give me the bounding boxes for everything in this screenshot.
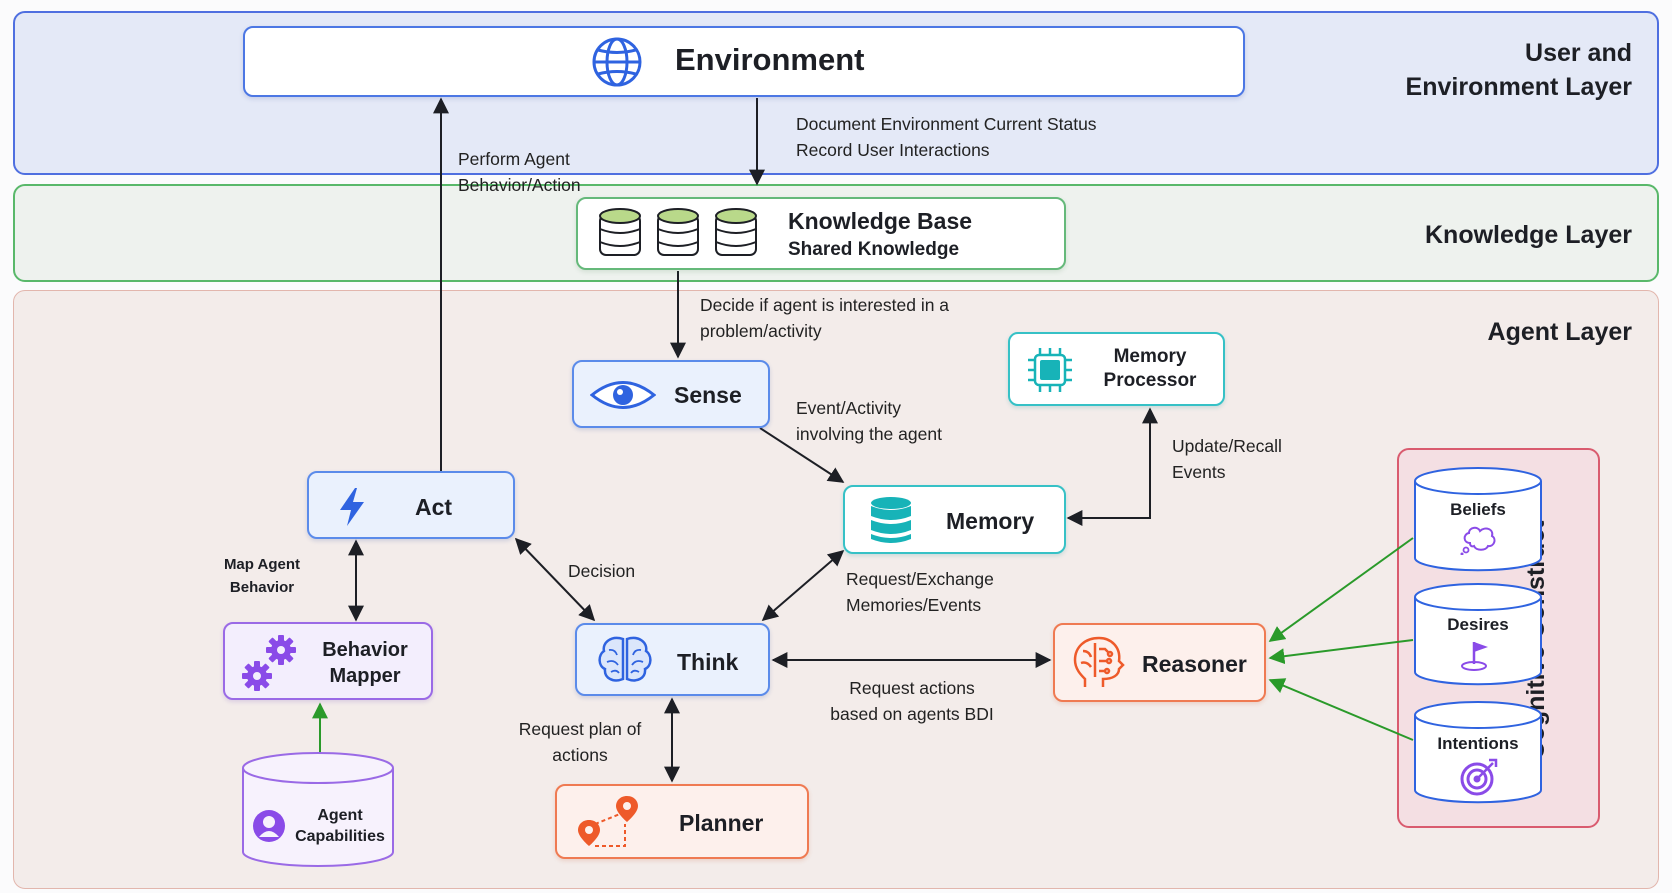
edge-label-line: Update/Recall [1172, 436, 1282, 456]
knowledge-base-subtitle: Shared Knowledge [788, 239, 960, 260]
beliefs-label: Beliefs [1450, 500, 1506, 519]
edge-label-line: Event/Activity [796, 398, 902, 418]
edge-label-decision: Decision [568, 561, 636, 581]
planner-node[interactable]: Planner [555, 784, 809, 859]
edge-think-memory [761, 549, 845, 622]
act-label: Act [415, 494, 453, 520]
agent-capabilities-cylinder [242, 752, 394, 867]
edge-desires-to-reasoner [1268, 639, 1414, 665]
environment-label: Environment [675, 42, 865, 77]
memory-processor-line: Memory [1113, 346, 1187, 367]
memory-processor-label: Memory Processor [1090, 345, 1210, 393]
edge-label-line: Events [1172, 462, 1226, 482]
brain-icon [598, 636, 652, 682]
edge-beliefs-to-reasoner [1268, 537, 1414, 642]
sense-label: Sense [674, 382, 742, 408]
layer-title-line: User and [1525, 39, 1632, 67]
edge-label-line: actions [552, 745, 608, 765]
head-brain-icon [1073, 636, 1125, 687]
agent-capabilities-line: Capabilities [295, 828, 385, 845]
knowledge-layer-title: Knowledge Layer [1425, 221, 1632, 249]
golf-flag-icon [1461, 642, 1488, 671]
route-pins-icon [578, 796, 638, 847]
edge-label-line: problem/activity [700, 321, 822, 341]
knowledge-base-node[interactable]: Knowledge Base Shared Knowledge [576, 197, 1066, 270]
think-node[interactable]: Think [575, 623, 770, 696]
edge-label-decide-interest: Decide if agent is interested in a probl… [700, 292, 949, 344]
memory-processor-node[interactable]: Memory Processor [1008, 332, 1225, 406]
edge-label-line: Request actions [849, 678, 975, 698]
edge-label-line: involving the agent [796, 424, 942, 444]
edge-act-think [514, 537, 596, 622]
edge-label-line: Record User Interactions [796, 140, 990, 160]
target-icon [1460, 758, 1498, 796]
behavior-mapper-node[interactable]: Behavior Mapper [223, 622, 433, 700]
intentions-label: Intentions [1437, 734, 1519, 753]
edge-label-event-activity: Event/Activity involving the agent [796, 395, 942, 447]
edge-intentions-to-reasoner [1268, 678, 1414, 741]
globe-icon [592, 37, 642, 87]
database-icon [871, 497, 911, 543]
gears-icon [242, 635, 296, 691]
memory-node[interactable]: Memory [843, 485, 1066, 554]
beliefs-cylinder [1414, 467, 1542, 572]
reasoner-label: Reasoner [1142, 651, 1247, 677]
edge-label-line: Decide if agent is interested in a [700, 295, 950, 315]
memory-processor-line: Processor [1103, 370, 1197, 391]
user-icon [253, 810, 285, 842]
edge-label-line: Map Agent [223, 556, 301, 573]
agent-layer-title: Agent Layer [1487, 318, 1632, 346]
edge-label-line: based on agents BDI [830, 704, 994, 724]
planner-label: Planner [679, 810, 764, 836]
reasoner-node[interactable]: Reasoner [1053, 623, 1266, 702]
edge-label-line: Request plan of [518, 719, 642, 739]
environment-node[interactable]: Environment [243, 26, 1245, 97]
edge-label-env-status: Document Environment Current Status Reco… [796, 111, 1097, 163]
edge-sense-to-memory [759, 427, 845, 483]
think-label: Think [677, 649, 739, 675]
edge-label-request-actions: Request actions based on agents BDI [822, 675, 1002, 727]
agent-capabilities-line: Agent [317, 807, 363, 824]
desires-cylinder [1414, 583, 1542, 686]
layer-title-line: Environment Layer [1405, 73, 1632, 101]
edge-label-line: Behavior [229, 579, 295, 596]
sense-node[interactable]: Sense [572, 360, 770, 428]
desires-label: Desires [1447, 615, 1509, 634]
eye-icon [590, 381, 656, 409]
edge-label-request-memories: Request/Exchange Memories/Events [846, 566, 994, 618]
edge-label-line: Document Environment Current Status [796, 114, 1097, 134]
knowledge-base-title: Knowledge Base [788, 208, 973, 234]
edge-label-line: Memories/Events [846, 595, 982, 615]
database-icon [599, 208, 757, 256]
edge-label-line: Behavior/Action [458, 175, 581, 195]
edge-memory-memproc [1066, 407, 1158, 526]
behavior-mapper-line: Behavior [322, 639, 408, 661]
edge-label-map-behavior: Map Agent Behavior [212, 553, 312, 599]
behavior-mapper-line: Mapper [329, 665, 401, 687]
agent-capabilities-label: Agent Capabilities [285, 805, 395, 847]
memory-label: Memory [946, 508, 1035, 534]
intentions-cylinder [1414, 701, 1542, 804]
edge-label-line: Request/Exchange [846, 569, 994, 589]
edge-label-perform-action: Perform Agent Behavior/Action [458, 146, 581, 198]
act-node[interactable]: Act [307, 471, 515, 539]
edge-label-update-recall: Update/Recall Events [1172, 433, 1282, 485]
edge-label-request-plan: Request plan of actions [510, 716, 650, 768]
thought-bubble-icon [1460, 526, 1496, 555]
user-environment-layer-title: User and Environment Layer [1406, 36, 1632, 104]
lightning-icon [340, 488, 364, 526]
behavior-mapper-label: Behavior Mapper [315, 637, 415, 689]
edge-label-line: Perform Agent [458, 149, 570, 169]
chip-icon [1028, 348, 1072, 392]
